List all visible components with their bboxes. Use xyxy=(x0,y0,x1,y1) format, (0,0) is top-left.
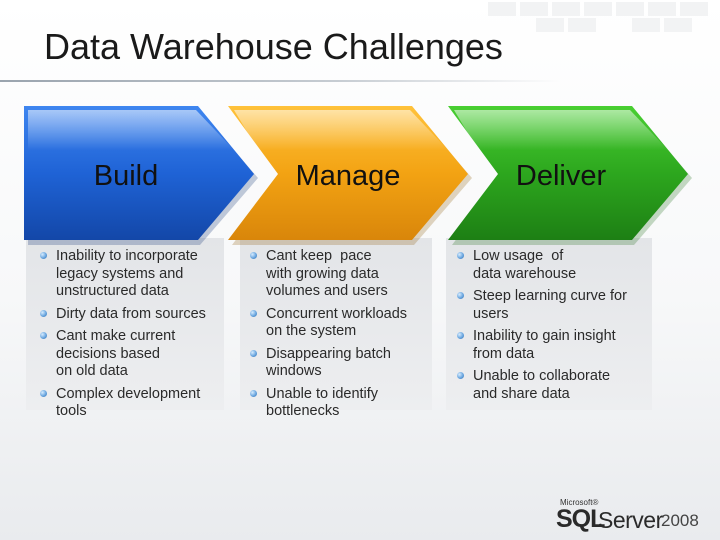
stage-deliver: Deliver xyxy=(446,104,696,254)
bullet-icon xyxy=(40,252,47,259)
bullet-icon xyxy=(250,252,257,259)
logo-microsoft-text: Microsoft® xyxy=(560,498,599,507)
bullet-icon xyxy=(250,349,257,357)
bullet-line: Dirty data from sources xyxy=(56,305,206,322)
bullet-line: Steep learning curve for xyxy=(473,288,627,304)
bullet-icon xyxy=(457,372,464,379)
bullet-line: unstructured data xyxy=(56,283,169,299)
bullet-line: bottlenecks xyxy=(266,403,340,419)
bullet-line: windows xyxy=(266,363,322,379)
bullet-line: on the system xyxy=(266,323,357,339)
bullet-icon xyxy=(40,309,47,317)
build-arrow xyxy=(24,106,258,245)
bullet-line: Low usage of xyxy=(473,248,564,264)
bullet-line: data warehouse xyxy=(473,265,577,282)
manage-arrow xyxy=(228,106,472,245)
bullet-line: from data xyxy=(473,345,535,362)
stage-label-deliver: Deliver xyxy=(515,160,607,192)
title-divider xyxy=(0,80,560,82)
logo-year-text: 2008 xyxy=(661,511,699,530)
bullet-icon xyxy=(457,332,464,339)
bullet-line: with growing data xyxy=(266,265,379,282)
logo-server-text: Server xyxy=(598,507,663,533)
slide-title: Data Warehouse Challenges xyxy=(44,26,503,67)
bullet-line: Disappearing batch xyxy=(266,345,391,362)
bullet-line: Cant make current xyxy=(56,328,176,344)
bullet-line: legacy systems and xyxy=(56,265,184,282)
bullet-line: on old data xyxy=(56,363,128,379)
bullet-icon xyxy=(40,332,47,339)
sql-server-logo: Microsoft® SQL Server 2008 xyxy=(556,496,706,536)
bullet-line: and share data xyxy=(473,385,570,402)
bullet-icon xyxy=(457,252,464,259)
bullet-line: Unable to collaborate xyxy=(473,368,611,384)
bullet-icon xyxy=(250,309,257,317)
bullet-icon xyxy=(250,389,257,397)
bullet-line: Cant keep pace xyxy=(266,248,372,264)
bullet-line: decisions based xyxy=(56,345,160,362)
bullet-line: tools xyxy=(56,403,87,419)
bullet-icon xyxy=(457,292,464,299)
stage-build: Build xyxy=(22,104,272,254)
bullet-line: Unable to identify xyxy=(266,385,379,402)
deliver-arrow xyxy=(448,106,692,245)
bullet-line: Inability to incorporate xyxy=(56,248,198,264)
bullet-line: Concurrent workloads xyxy=(266,305,408,322)
stage-label-build: Build xyxy=(93,160,159,192)
decorative-tiles xyxy=(480,0,720,32)
build-panel xyxy=(26,238,224,410)
bullet-icon xyxy=(40,389,47,397)
list-item: Dirty data from sources xyxy=(38,306,228,324)
deliver-panel xyxy=(446,238,652,410)
manage-panel xyxy=(240,238,432,410)
bullet-line: Complex development xyxy=(56,385,201,402)
bullet-line: volumes and users xyxy=(266,283,388,299)
stage-label-manage: Manage xyxy=(295,160,401,192)
stage-manage: Manage xyxy=(226,104,476,254)
bullet-line: users xyxy=(473,305,509,322)
bullet-line: Inability to gain insight xyxy=(473,328,616,344)
logo-sql-text: SQL xyxy=(556,505,605,533)
